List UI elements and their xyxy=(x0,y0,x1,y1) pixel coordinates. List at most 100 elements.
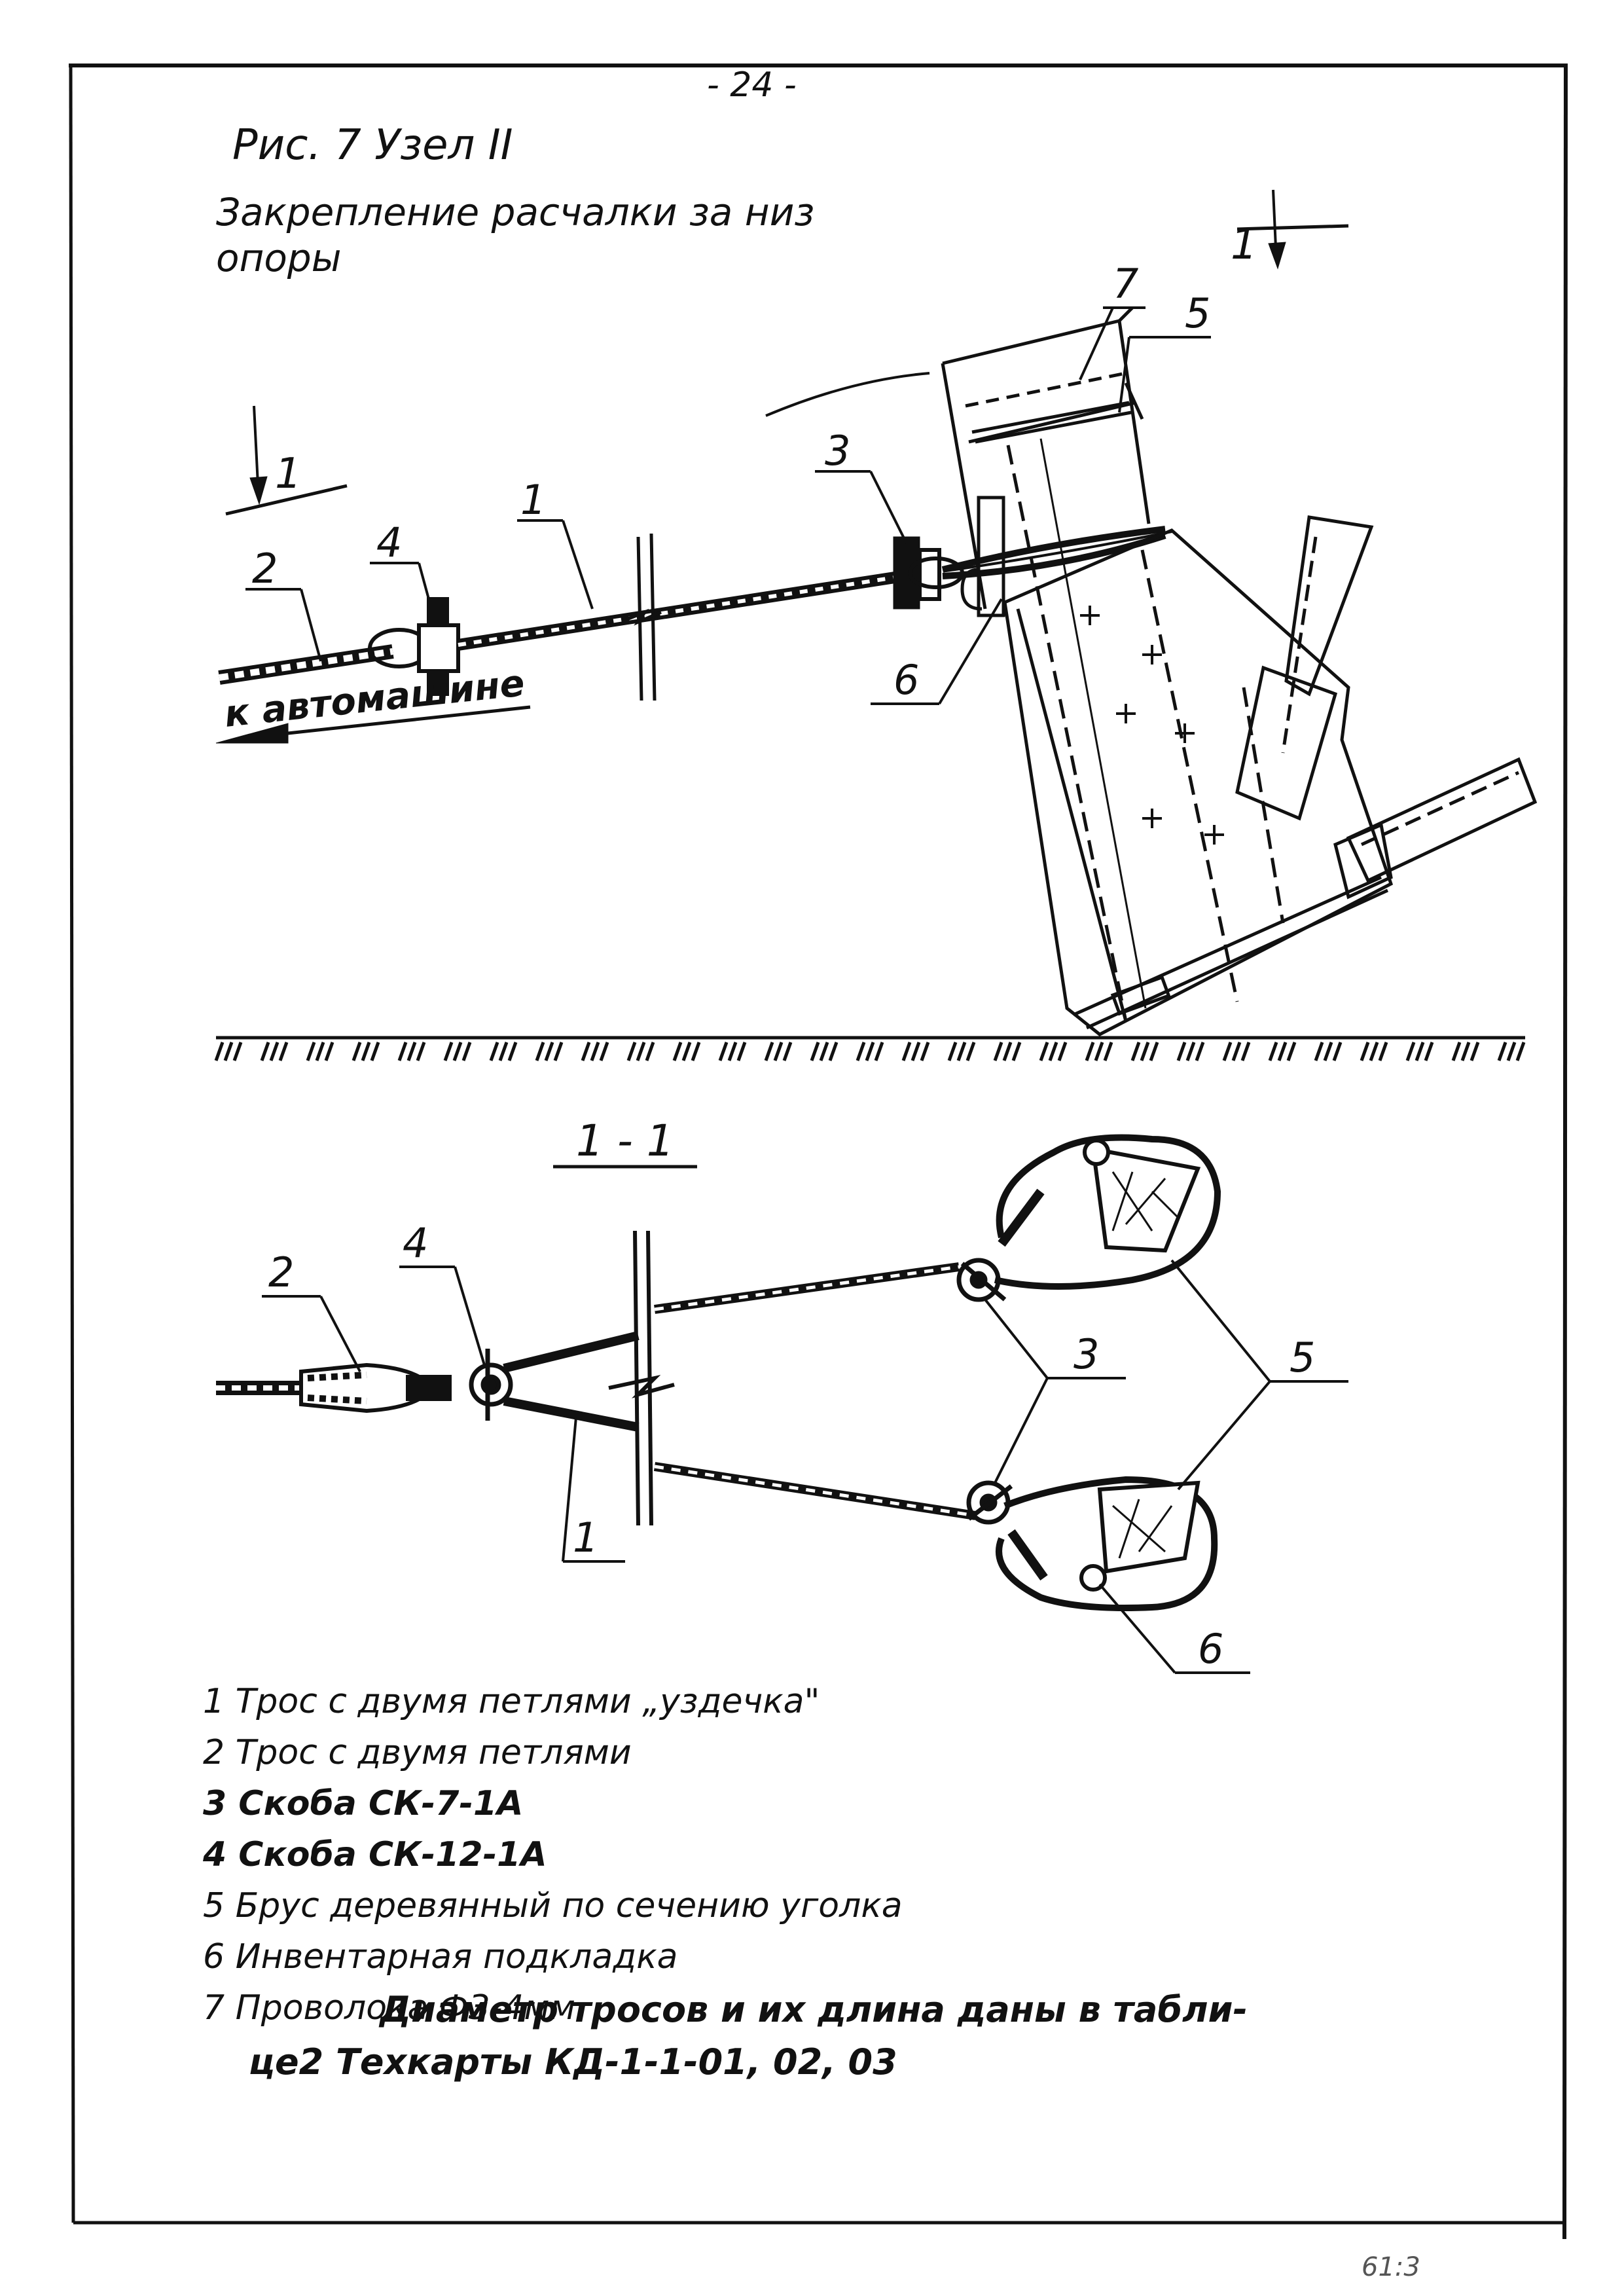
ground-hatch-stroke xyxy=(764,1042,774,1061)
ground-hatch-stroke xyxy=(1314,1042,1324,1061)
callout-top-7: 7 xyxy=(1113,260,1138,308)
ground-hatch-stroke xyxy=(626,1042,637,1061)
ground-hatch-stroke xyxy=(214,1042,225,1061)
callout-section-3: 3 xyxy=(1074,1330,1099,1378)
callout-top-3: 3 xyxy=(825,427,850,475)
page-number: - 24 - xyxy=(707,65,797,105)
ground-hatch-stroke xyxy=(874,1042,884,1061)
ground-hatch-stroke xyxy=(315,1042,325,1061)
ground-hatch-stroke xyxy=(1405,1042,1416,1061)
ground-hatch-stroke xyxy=(461,1042,472,1061)
ground-hatch-stroke xyxy=(782,1042,793,1061)
callout-section-2: 2 xyxy=(268,1248,294,1296)
ground-hatch-stroke xyxy=(1130,1042,1141,1061)
rope-1-top xyxy=(457,570,905,651)
ground-hatch-stroke xyxy=(1149,1042,1159,1061)
ground-hatch-stroke xyxy=(489,1042,499,1061)
ground-hatch-stroke xyxy=(352,1042,362,1061)
ground-hatch-stroke xyxy=(1415,1042,1425,1061)
callout-top-5: 5 xyxy=(1185,289,1210,337)
ground-hatch-stroke xyxy=(1332,1042,1343,1061)
ground-hatch-stroke xyxy=(1424,1042,1434,1061)
ground-hatch-stroke xyxy=(1515,1042,1526,1061)
ground-hatch-stroke xyxy=(1497,1042,1507,1061)
section-mark-right: 1 xyxy=(1231,189,1349,270)
ground-hatch-stroke xyxy=(1002,1042,1013,1061)
ground-hatch-stroke xyxy=(993,1042,1003,1061)
callouts-top xyxy=(245,306,1211,705)
ground-hatch-stroke xyxy=(947,1042,958,1061)
callout-labels-top: 1 2 3 4 5 6 7 xyxy=(252,260,1210,704)
ground-hatch-stroke xyxy=(223,1042,234,1061)
ground-hatch-stroke xyxy=(1039,1042,1049,1061)
legend-item-5: 5 Брус деревянный по сечению уголка xyxy=(203,1886,903,1925)
timber-5-section-upper xyxy=(994,1134,1221,1290)
ground-hatch-stroke xyxy=(1222,1042,1233,1061)
ground-hatch-stroke xyxy=(269,1042,280,1061)
angle-brace-upper xyxy=(1235,515,1374,821)
ground-hatch-stroke xyxy=(1048,1042,1058,1061)
figure-subtitle-line2: опоры xyxy=(216,236,342,280)
callout-section-5: 5 xyxy=(1290,1334,1315,1381)
legend-item-1: 1 Трос с двумя петлями „уздечка" xyxy=(203,1682,820,1721)
callout-top-1: 1 xyxy=(520,476,546,524)
support-base xyxy=(1003,528,1394,1036)
ground-hatch-stroke xyxy=(260,1042,270,1061)
ground-hatch-stroke xyxy=(1451,1042,1462,1061)
ground-hatch-stroke xyxy=(1140,1042,1150,1061)
ground-hatch-stroke xyxy=(535,1042,545,1061)
ground-hatch-stroke xyxy=(1176,1042,1187,1061)
rope-2-top xyxy=(218,644,394,685)
ground-hatch-stroke xyxy=(452,1042,463,1061)
section-mark-right-label: 1 xyxy=(1231,221,1257,269)
rope-2-section xyxy=(216,1362,452,1413)
ground-hatch-stroke xyxy=(856,1042,866,1061)
ground-hatch-stroke xyxy=(370,1042,380,1061)
section-view-title: 1 - 1 xyxy=(576,1116,674,1166)
ground-hatch-stroke xyxy=(1369,1042,1379,1061)
ground-hatch-stroke xyxy=(361,1042,371,1061)
section-mark-left: 1 xyxy=(225,405,348,516)
ground-hatch-stroke xyxy=(507,1042,518,1061)
ground-hatch-stroke xyxy=(443,1042,454,1061)
ground-hatch-stroke xyxy=(718,1042,729,1061)
figure-title: Рис. 7 Узел II xyxy=(232,121,513,170)
direction-arrow xyxy=(215,705,531,744)
ground-hatch-stroke xyxy=(828,1042,839,1061)
bolt-markers xyxy=(1080,606,1224,845)
ground-hatch-stroke xyxy=(672,1042,683,1061)
ground-hatch-stroke xyxy=(397,1042,408,1061)
ground-hatch-stroke xyxy=(1360,1042,1370,1061)
ground-hatch-stroke xyxy=(406,1042,417,1061)
callout-top-2: 2 xyxy=(252,545,278,592)
ground-hatch-stroke xyxy=(1085,1042,1095,1061)
ground-hatch-stroke xyxy=(581,1042,591,1061)
ground-hatch-stroke xyxy=(1103,1042,1113,1061)
ground-hatch xyxy=(214,1042,1526,1061)
break-line-top xyxy=(628,533,662,701)
legend: 1 Трос с двумя петлями „уздечка" 2 Трос … xyxy=(203,1676,1447,2033)
bridle-section xyxy=(503,1262,977,1520)
callout-top-6: 6 xyxy=(893,656,919,704)
legend-item-6: 6 Инвентарная подкладка xyxy=(203,1937,678,1977)
ground-hatch-stroke xyxy=(599,1042,609,1061)
ground-hatch-stroke xyxy=(956,1042,967,1061)
ground-hatch-stroke xyxy=(1460,1042,1471,1061)
note-line1: Диаметр тросов и их длина даны в табли- xyxy=(380,1989,1248,2030)
callout-section-1: 1 xyxy=(573,1514,598,1561)
ground-hatch-stroke xyxy=(736,1042,747,1061)
wire-7-top xyxy=(968,382,1144,444)
ground-hatch-stroke xyxy=(232,1042,243,1061)
break-line-section xyxy=(608,1230,675,1526)
ground-hatch-stroke xyxy=(590,1042,600,1061)
callout-labels-section: 2 4 3 5 1 6 xyxy=(268,1219,1315,1673)
ground-hatch-stroke xyxy=(865,1042,875,1061)
ground-hatch-stroke xyxy=(636,1042,646,1061)
ground-hatch-stroke xyxy=(324,1042,334,1061)
ground-hatch-stroke xyxy=(1506,1042,1517,1061)
shackle-3-top xyxy=(893,536,964,610)
ground-hatch-stroke xyxy=(1277,1042,1288,1061)
ground-hatch-stroke xyxy=(691,1042,701,1061)
shackle-4-section xyxy=(469,1349,513,1421)
